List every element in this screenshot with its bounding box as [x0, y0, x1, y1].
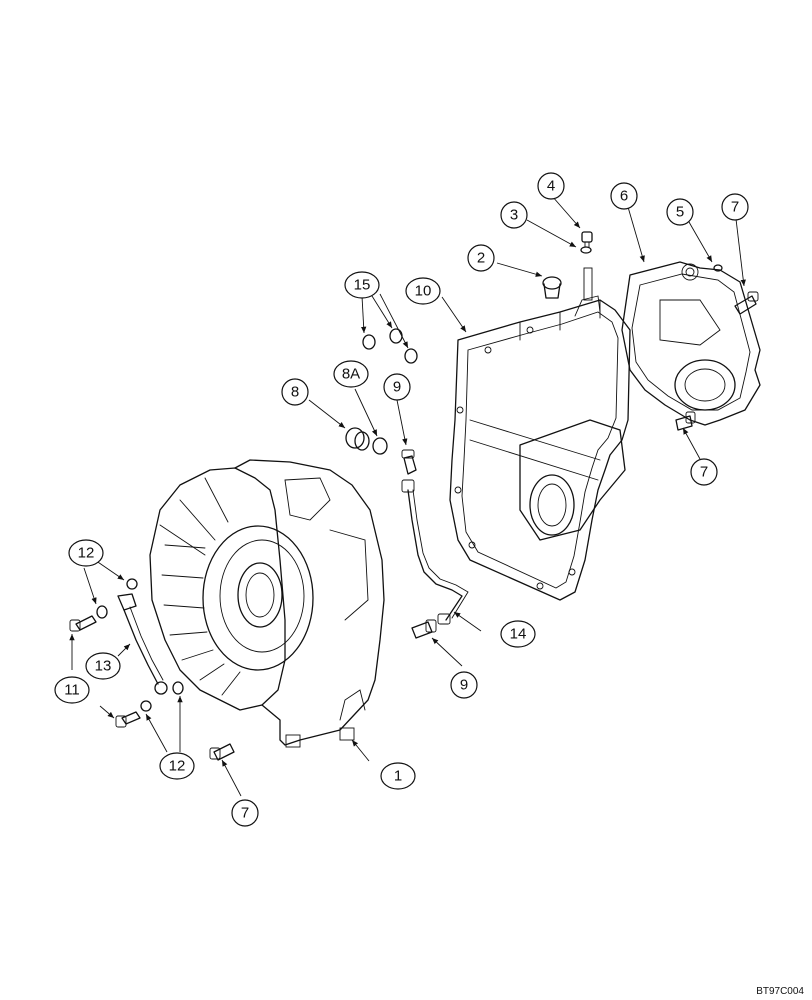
callout-12-lower: 12 — [159, 752, 195, 780]
callout-9-lower: 9 — [450, 671, 478, 699]
callout-14-label: 14 — [510, 626, 527, 643]
bell-housing — [149, 459, 385, 748]
callout-6: 6 — [610, 182, 638, 210]
callout-12-upper: 12 — [68, 539, 104, 567]
washers-nuts — [96, 578, 184, 712]
callout-5-label: 5 — [676, 204, 684, 221]
callout-10: 10 — [405, 277, 441, 305]
bolt-strap-upper — [69, 615, 97, 632]
bolt-case-side — [675, 411, 696, 431]
callout-7c-label: 7 — [241, 805, 249, 822]
callout-8-label: 8 — [291, 384, 299, 401]
callout-2: 2 — [467, 244, 495, 272]
callout-10-label: 10 — [415, 283, 432, 300]
oil-tube — [401, 479, 469, 625]
transmission-case — [449, 267, 631, 601]
callout-13-label: 13 — [95, 658, 112, 675]
callout-15: 15 — [344, 271, 380, 299]
drawing-code: BT97C004 — [756, 986, 804, 997]
fitting-lower — [411, 619, 437, 639]
callout-13: 13 — [85, 652, 121, 680]
callout-2-label: 2 — [477, 250, 485, 267]
callout-1: 1 — [380, 762, 416, 790]
callout-7-upper-right: 7 — [721, 193, 749, 221]
dowel-pin — [713, 264, 723, 272]
callout-9-upper: 9 — [383, 373, 411, 401]
callout-9b-label: 9 — [460, 677, 468, 694]
callout-5: 5 — [666, 198, 694, 226]
callout-3: 3 — [500, 201, 528, 229]
callout-7-bottom: 7 — [231, 799, 259, 827]
callout-7b-label: 7 — [700, 464, 708, 481]
fitting-upper — [401, 449, 417, 475]
plug — [345, 427, 370, 451]
ground-strap — [117, 593, 168, 695]
callout-1-label: 1 — [394, 768, 402, 785]
washer — [580, 246, 592, 254]
callout-15-label: 15 — [354, 277, 371, 294]
callout-8: 8 — [281, 378, 309, 406]
breather — [542, 276, 562, 299]
callout-4-label: 4 — [547, 178, 555, 195]
callout-7-case-side: 7 — [690, 458, 718, 486]
callout-12a-label: 12 — [78, 545, 95, 562]
callout-14: 14 — [500, 620, 536, 648]
leader-lines — [69, 195, 746, 797]
callout-3-label: 3 — [510, 207, 518, 224]
bolt-upper-right — [734, 291, 759, 315]
bolt-strap-lower — [115, 711, 141, 728]
o-ring-8a — [372, 437, 388, 455]
callout-7a-label: 7 — [731, 199, 739, 216]
callout-9a-label: 9 — [393, 379, 401, 396]
callout-11: 11 — [54, 676, 90, 704]
callout-11-label: 11 — [64, 682, 80, 699]
rear-cover — [621, 261, 761, 426]
callout-12b-label: 12 — [169, 758, 186, 775]
bolt-top — [581, 231, 593, 248]
callout-4: 4 — [537, 172, 565, 200]
callout-8a-label: 8A — [342, 366, 360, 383]
bolt-bottom — [209, 743, 235, 761]
o-rings — [362, 328, 418, 364]
callout-8a: 8A — [333, 360, 369, 388]
callout-6-label: 6 — [620, 188, 628, 205]
